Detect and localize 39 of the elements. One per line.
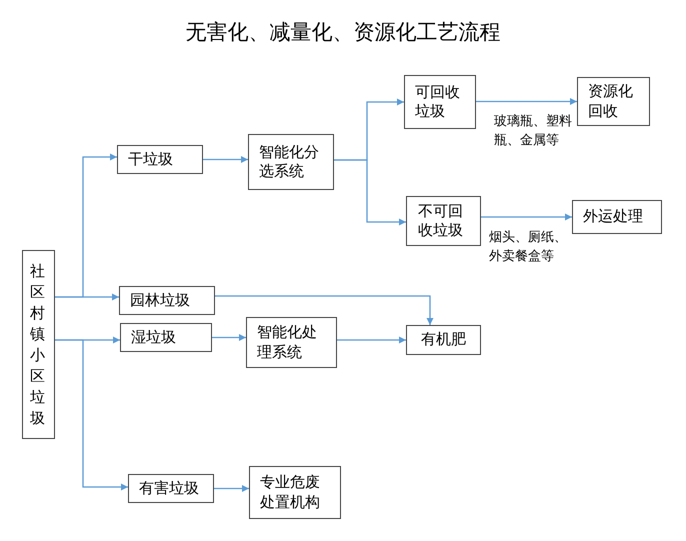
node-text: 可回收垃圾 [415, 82, 461, 122]
node-text: 有害垃圾 [139, 478, 199, 498]
process-box [120, 323, 212, 352]
arrow [55, 339, 128, 490]
node-text: 智能化分选系统 [259, 142, 320, 182]
node-text: 湿垃圾 [131, 328, 176, 348]
node-text: 社区村镇小区垃圾 [30, 260, 45, 428]
arrow [55, 294, 119, 300]
node-text: 园林垃圾 [130, 290, 190, 310]
arrow [215, 295, 434, 325]
node-text: 智能化处理系统 [257, 323, 318, 362]
process-box [572, 200, 662, 234]
edge-label: 玻璃瓶、塑料瓶、金属等 [494, 113, 573, 150]
arrow [337, 336, 406, 344]
process-box [248, 134, 334, 190]
diagram-title: 无害化、减量化、资源化工艺流程 [184, 19, 502, 46]
node-text: 干垃圾 [128, 150, 173, 170]
arrow [203, 156, 248, 163]
node-text: 有机肥 [421, 330, 466, 350]
process-box [128, 474, 214, 503]
arrow [214, 485, 249, 492]
process-box [119, 286, 215, 315]
process-box [404, 75, 476, 129]
process-box [117, 145, 203, 174]
node-text: 不可回收垃圾 [418, 202, 464, 240]
process-box [22, 250, 55, 439]
process-box [406, 196, 481, 246]
arrow [481, 214, 572, 220]
process-box [406, 325, 481, 355]
process-box [246, 317, 337, 368]
arrow [212, 334, 246, 341]
node-text: 资源化回收 [588, 82, 634, 121]
process-box [249, 466, 341, 519]
arrow [334, 159, 406, 226]
node-text: 专业危废处置机构 [260, 473, 321, 512]
node-text: 外运处理 [583, 207, 643, 227]
edge-label: 烟头、厕纸、外卖餐盒等 [489, 229, 568, 266]
arrow [476, 98, 577, 105]
process-box [577, 77, 650, 126]
